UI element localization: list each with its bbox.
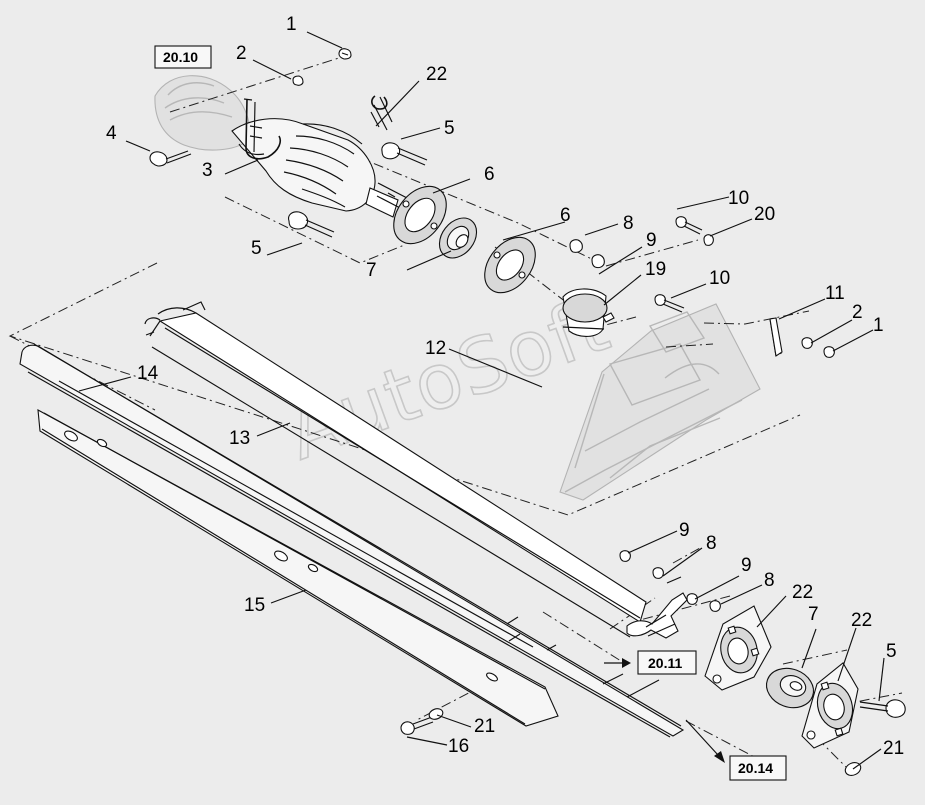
callout-9-lower-2: 9 xyxy=(741,555,752,576)
callout-7-lower: 7 xyxy=(808,604,819,625)
callout-5-lower: 5 xyxy=(886,641,897,662)
lower-bearing-assembly xyxy=(400,605,906,776)
callout-14: 14 xyxy=(137,363,159,384)
callout-20: 20 xyxy=(754,204,775,225)
callout-2-right: 2 xyxy=(852,302,863,323)
reference-box-20-14: 20.14 xyxy=(729,755,787,781)
callout-5-top: 5 xyxy=(444,118,455,139)
reference-box-20-10: 20.10 xyxy=(154,45,212,69)
top-boot-and-clamp xyxy=(149,48,428,238)
callout-22-lower-left: 22 xyxy=(792,582,813,603)
callout-10-mid: 10 xyxy=(709,268,730,289)
callout-8-lower-1: 8 xyxy=(706,533,717,554)
callout-13: 13 xyxy=(229,428,250,449)
reference-box-20-11: 20.11 xyxy=(637,650,697,675)
callout-4: 4 xyxy=(106,123,117,144)
upper-bearing-assembly xyxy=(393,185,835,358)
callout-12: 12 xyxy=(425,338,446,359)
svg-text:20.14: 20.14 xyxy=(738,760,773,776)
ghost-mounting-plate xyxy=(559,303,761,501)
callout-9-top: 9 xyxy=(646,230,657,251)
arrows xyxy=(604,658,725,763)
callout-21-right: 21 xyxy=(883,738,904,759)
callout-3: 3 xyxy=(202,160,213,181)
callout-22-top: 22 xyxy=(426,64,447,85)
callout-7-top: 7 xyxy=(366,260,377,281)
callout-22-lower-right: 22 xyxy=(851,610,872,631)
callout-19: 19 xyxy=(645,259,666,280)
callout-1-right: 1 xyxy=(873,315,884,336)
callout-9-lower-1: 9 xyxy=(679,520,690,541)
callout-11: 11 xyxy=(825,283,845,304)
callout-labels: 1 2 22 4 5 3 6 6 8 10 20 5 9 7 19 10 11 … xyxy=(106,14,904,759)
callout-6-left: 6 xyxy=(484,164,495,185)
callout-21-mid: 21 xyxy=(474,716,495,737)
callout-8-top: 8 xyxy=(623,213,634,234)
callout-15: 15 xyxy=(244,595,265,616)
svg-text:20.10: 20.10 xyxy=(163,49,198,65)
callout-2-top: 2 xyxy=(236,43,247,64)
callout-10-top: 10 xyxy=(728,188,749,209)
callout-1-top: 1 xyxy=(286,14,297,35)
callout-8-lower-2: 8 xyxy=(764,570,775,591)
shaft-tube-and-cover xyxy=(19,301,721,738)
callout-leaders xyxy=(78,31,885,770)
callout-16: 16 xyxy=(448,736,469,757)
callout-6-right: 6 xyxy=(560,205,571,226)
callout-5-mid: 5 xyxy=(251,238,262,259)
svg-text:20.11: 20.11 xyxy=(648,655,682,671)
